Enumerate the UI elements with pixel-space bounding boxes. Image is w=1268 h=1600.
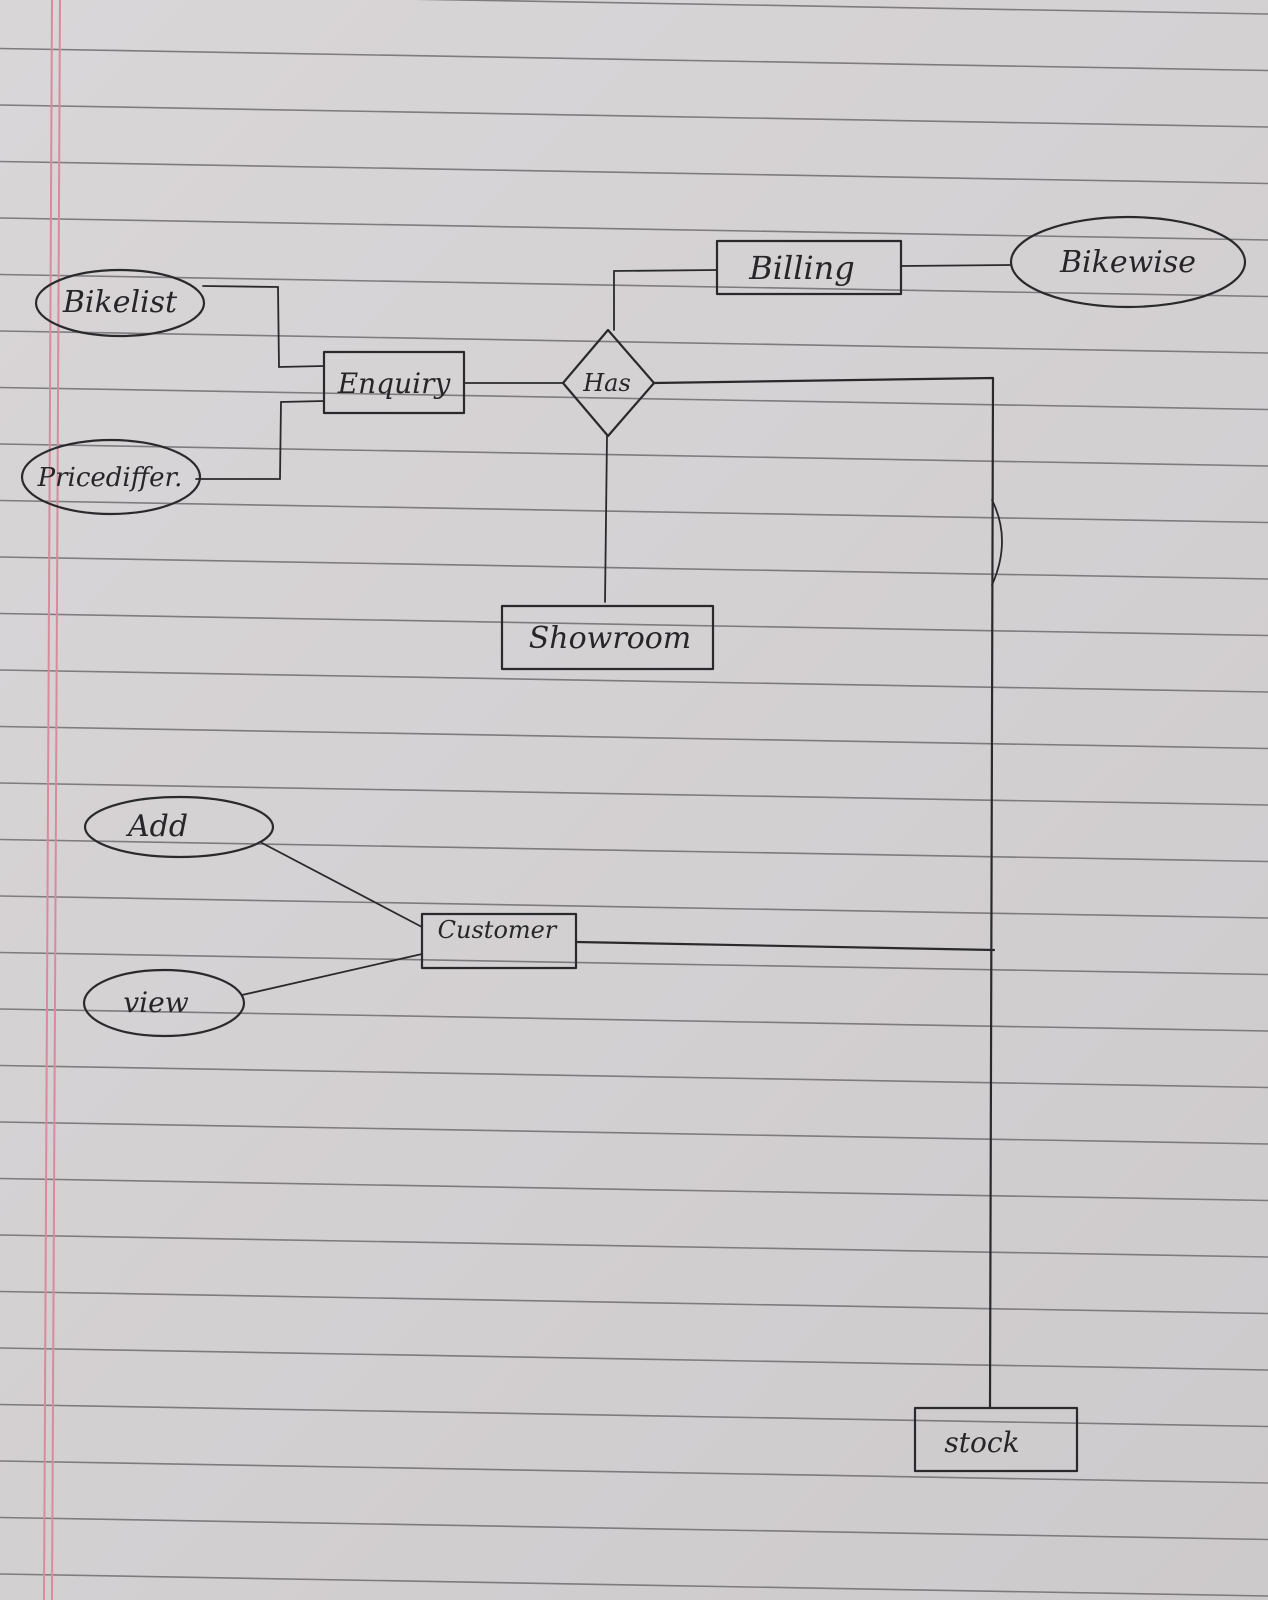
attribute-view: view xyxy=(82,968,246,1038)
rule-line xyxy=(0,725,1268,750)
rule-line xyxy=(0,1234,1268,1258)
rule-line xyxy=(0,1460,1268,1484)
connector-has-showroom xyxy=(604,435,608,603)
entity-showroom-label: Showroom xyxy=(529,621,692,656)
margin-lines xyxy=(43,0,61,1600)
connector-pricediffer-enquiry xyxy=(195,400,325,480)
rule-line xyxy=(0,273,1268,298)
relationship-has-label: Has xyxy=(582,369,631,397)
rule-line xyxy=(0,1347,1268,1371)
attribute-bikewise-label: Bikewise xyxy=(1059,245,1196,280)
rule-line xyxy=(414,0,1268,15)
entity-enquiry-label: Enquiry xyxy=(337,367,452,400)
rule-line xyxy=(0,1403,1268,1428)
attribute-bikelist-label: Bikelist xyxy=(62,285,178,320)
rule-line xyxy=(0,386,1268,411)
attribute-view-label: view xyxy=(123,986,188,1019)
rule-line xyxy=(0,895,1268,919)
attribute-add-label: Add xyxy=(125,809,188,844)
entity-billing-label: Billing xyxy=(748,249,855,287)
rule-line xyxy=(0,104,1268,128)
connector-bump xyxy=(991,499,1003,586)
rule-line xyxy=(0,499,1268,524)
rule-line xyxy=(0,669,1268,693)
rule-line xyxy=(0,556,1268,580)
entity-stock: stock xyxy=(913,1406,1079,1473)
rule-line xyxy=(0,330,1268,354)
rule-line xyxy=(0,1573,1268,1597)
rule-line xyxy=(0,782,1268,806)
rule-line xyxy=(0,443,1268,467)
connector-lines xyxy=(195,264,1011,1410)
rule-line xyxy=(0,612,1268,637)
connector-has-billing xyxy=(613,269,718,331)
entity-customer-label: Customer xyxy=(438,916,558,944)
rule-line xyxy=(0,1516,1268,1541)
rule-line xyxy=(0,217,1268,241)
connector-has-stock xyxy=(652,376,995,1410)
entity-showroom: Showroom xyxy=(500,604,715,671)
attribute-add: Add xyxy=(83,795,275,859)
relationship-has: Has xyxy=(561,328,656,438)
rule-line xyxy=(0,1064,1268,1089)
entity-stock-label: stock xyxy=(944,1426,1019,1459)
connector-bikelist-enquiry xyxy=(202,285,325,368)
connector-add-customer xyxy=(261,842,423,928)
connector-billing-bikewise xyxy=(900,264,1011,267)
connector-customer-stock xyxy=(574,940,996,952)
rule-line xyxy=(0,1121,1268,1145)
rule-line xyxy=(0,838,1268,863)
attribute-pricediffer: Pricediffer. xyxy=(20,438,202,516)
rule-line xyxy=(0,951,1268,976)
rule-line xyxy=(0,1177,1268,1202)
entity-enquiry: Enquiry xyxy=(322,350,466,415)
rule-line xyxy=(0,1008,1268,1032)
attribute-pricediffer-label: Pricediffer. xyxy=(37,463,183,493)
connector-view-customer xyxy=(241,953,423,996)
attribute-bikewise: Bikewise xyxy=(1009,215,1247,309)
rule-line xyxy=(0,1290,1268,1315)
entity-billing: Billing xyxy=(715,239,903,296)
rule-line xyxy=(0,160,1268,185)
entity-customer: Customer xyxy=(420,912,578,970)
rule-line xyxy=(0,47,1268,72)
attribute-bikelist: Bikelist xyxy=(34,268,206,338)
